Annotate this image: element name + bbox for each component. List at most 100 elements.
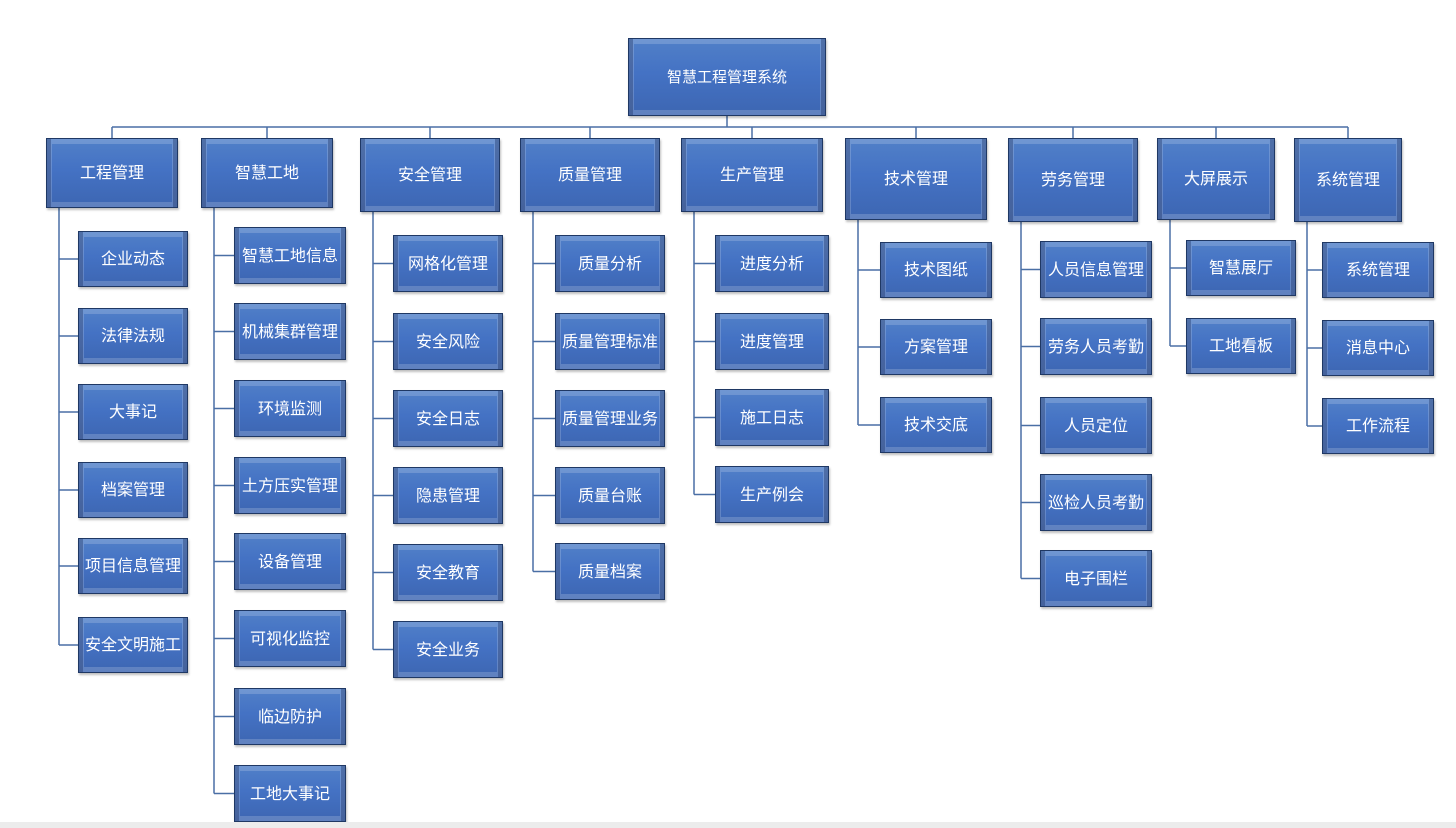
leaf-label: 工作流程 [1345,416,1410,436]
category-node: 工程管理 [46,138,178,208]
leaf-label: 机械集群管理 [241,321,338,341]
leaf-node: 网格化管理 [393,235,503,292]
leaf-label: 环境监测 [257,398,322,418]
leaf-label: 质量管理标准 [561,331,658,351]
leaf-node: 劳务人员考勤 [1040,318,1152,375]
leaf-node: 技术图纸 [880,242,992,298]
leaf-node: 智慧展厅 [1186,240,1296,296]
leaf-node: 工地大事记 [234,765,346,822]
leaf-label: 生产例会 [739,484,804,504]
leaf-node: 可视化监控 [234,610,346,667]
category-label: 安全管理 [397,165,462,185]
category-node: 智慧工地 [201,138,333,208]
category-label: 工程管理 [79,163,144,183]
leaf-node: 土方压实管理 [234,457,346,514]
leaf-node: 隐患管理 [393,467,503,524]
leaf-label: 方案管理 [903,337,968,357]
category-label: 生产管理 [719,165,784,185]
category-label: 技术管理 [883,169,948,189]
leaf-node: 环境监测 [234,380,346,437]
leaf-node: 方案管理 [880,319,992,375]
leaf-label: 技术交底 [903,415,968,435]
leaf-label: 工地看板 [1208,336,1273,356]
category-node: 质量管理 [520,138,660,212]
leaf-label: 隐患管理 [415,485,480,505]
leaf-label: 人员定位 [1063,415,1128,435]
root-label: 智慧工程管理系统 [666,68,787,86]
category-node: 大屏展示 [1157,138,1275,220]
category-node: 系统管理 [1294,138,1402,222]
leaf-node: 进度分析 [715,235,829,292]
leaf-node: 安全业务 [393,621,503,678]
leaf-label: 临边防护 [257,706,322,726]
category-node: 劳务管理 [1008,138,1138,222]
leaf-node: 人员信息管理 [1040,241,1152,298]
leaf-node: 系统管理 [1322,242,1434,298]
leaf-label: 巡检人员考勤 [1047,492,1144,512]
category-node: 生产管理 [681,138,823,212]
leaf-label: 质量档案 [577,561,642,581]
category-node: 技术管理 [845,138,987,220]
leaf-label: 档案管理 [100,480,165,500]
leaf-node: 质量管理标准 [555,313,665,370]
leaf-label: 大事记 [108,402,157,422]
leaf-label: 消息中心 [1345,338,1410,358]
category-label: 劳务管理 [1040,170,1105,190]
leaf-node: 质量分析 [555,235,665,292]
leaf-node: 进度管理 [715,313,829,370]
leaf-label: 土方压实管理 [241,475,338,495]
leaf-label: 质量分析 [577,253,642,273]
leaf-node: 机械集群管理 [234,303,346,360]
leaf-label: 劳务人员考勤 [1047,336,1144,356]
leaf-node: 安全教育 [393,544,503,601]
leaf-node: 大事记 [78,384,188,440]
leaf-node: 工地看板 [1186,318,1296,374]
leaf-label: 项目信息管理 [84,556,181,576]
leaf-node: 项目信息管理 [78,538,188,594]
leaf-label: 人员信息管理 [1047,259,1144,279]
leaf-node: 法律法规 [78,308,188,364]
leaf-node: 消息中心 [1322,320,1434,376]
leaf-node: 安全日志 [393,390,503,447]
leaf-label: 进度管理 [739,331,804,351]
leaf-label: 企业动态 [100,249,165,269]
leaf-node: 安全风险 [393,313,503,370]
leaf-label: 技术图纸 [903,260,968,280]
leaf-node: 人员定位 [1040,397,1152,454]
leaf-label: 安全日志 [415,408,480,428]
leaf-node: 设备管理 [234,533,346,590]
leaf-label: 法律法规 [100,326,165,346]
leaf-node: 工作流程 [1322,398,1434,454]
leaf-label: 安全教育 [415,562,480,582]
leaf-label: 施工日志 [739,407,804,427]
leaf-node: 技术交底 [880,397,992,453]
leaf-node: 生产例会 [715,466,829,523]
leaf-label: 网格化管理 [407,253,488,273]
leaf-label: 电子围栏 [1063,568,1128,588]
category-label: 大屏展示 [1183,169,1248,189]
leaf-node: 智慧工地信息 [234,227,346,284]
root-node: 智慧工程管理系统 [628,38,826,116]
leaf-node: 临边防护 [234,688,346,745]
category-label: 智慧工地 [234,163,299,183]
leaf-node: 巡检人员考勤 [1040,474,1152,531]
leaf-node: 质量管理业务 [555,390,665,447]
leaf-label: 质量台账 [577,485,642,505]
leaf-node: 施工日志 [715,389,829,446]
leaf-label: 安全风险 [415,331,480,351]
leaf-node: 企业动态 [78,231,188,287]
leaf-label: 系统管理 [1345,260,1410,280]
leaf-label: 安全业务 [415,639,480,659]
leaf-label: 工地大事记 [249,783,330,803]
leaf-node: 电子围栏 [1040,550,1152,607]
category-node: 安全管理 [360,138,500,212]
category-label: 系统管理 [1315,170,1380,190]
leaf-node: 质量台账 [555,467,665,524]
leaf-label: 进度分析 [739,253,804,273]
leaf-node: 质量档案 [555,543,665,600]
leaf-label: 安全文明施工 [84,635,181,655]
leaf-node: 档案管理 [78,462,188,518]
leaf-label: 智慧工地信息 [241,245,338,265]
leaf-label: 可视化监控 [249,628,330,648]
